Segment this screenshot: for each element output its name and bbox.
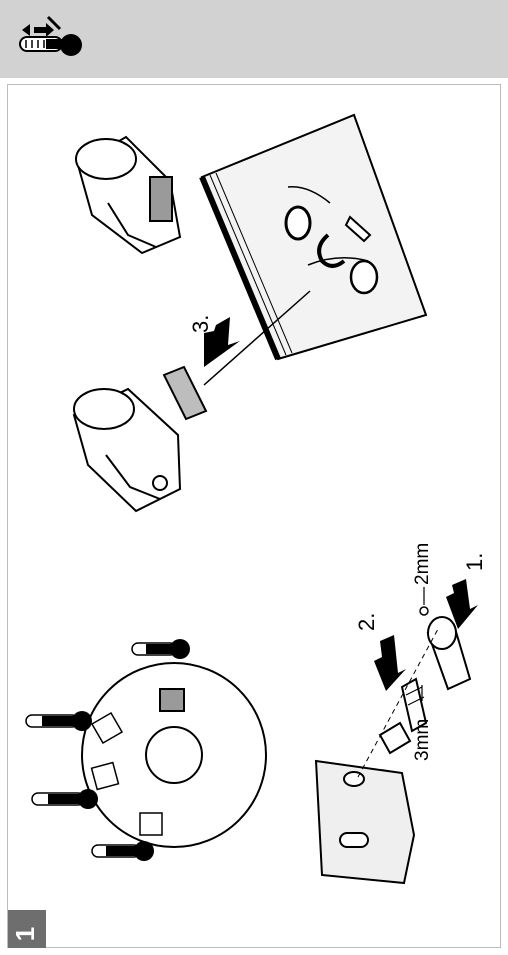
- page-number: 1: [10, 927, 40, 941]
- page-header: max.: [0, 0, 508, 78]
- assembly-illustration: 3.: [8, 85, 500, 947]
- spindle-part: [428, 617, 470, 689]
- dimension-label-3mm: 3mm: [412, 719, 433, 761]
- step-label-2: 2.: [354, 613, 379, 631]
- parts-bag: [202, 115, 426, 359]
- thermometer-icon: [92, 841, 154, 861]
- max-label: max.: [8, 66, 9, 67]
- thermometer-icon: [132, 639, 190, 659]
- step-label-3: 3.: [188, 315, 213, 333]
- page-number-badge: 1: [8, 910, 46, 948]
- temperature-dial: [82, 663, 266, 847]
- ball-part: [420, 607, 428, 615]
- mounting-bracket: [316, 761, 414, 883]
- thermometer-icon: [26, 711, 92, 731]
- max-temperature-adjust-icon: max.: [8, 8, 88, 66]
- thermometer-icon: [32, 789, 98, 809]
- key-piece: [164, 367, 206, 419]
- dimension-label-2mm: 2mm: [412, 543, 433, 585]
- arrow-step-2: [374, 635, 406, 691]
- step-label-1: 1.: [462, 553, 487, 571]
- knob-upper: [76, 137, 180, 253]
- knob-lower: [74, 389, 180, 511]
